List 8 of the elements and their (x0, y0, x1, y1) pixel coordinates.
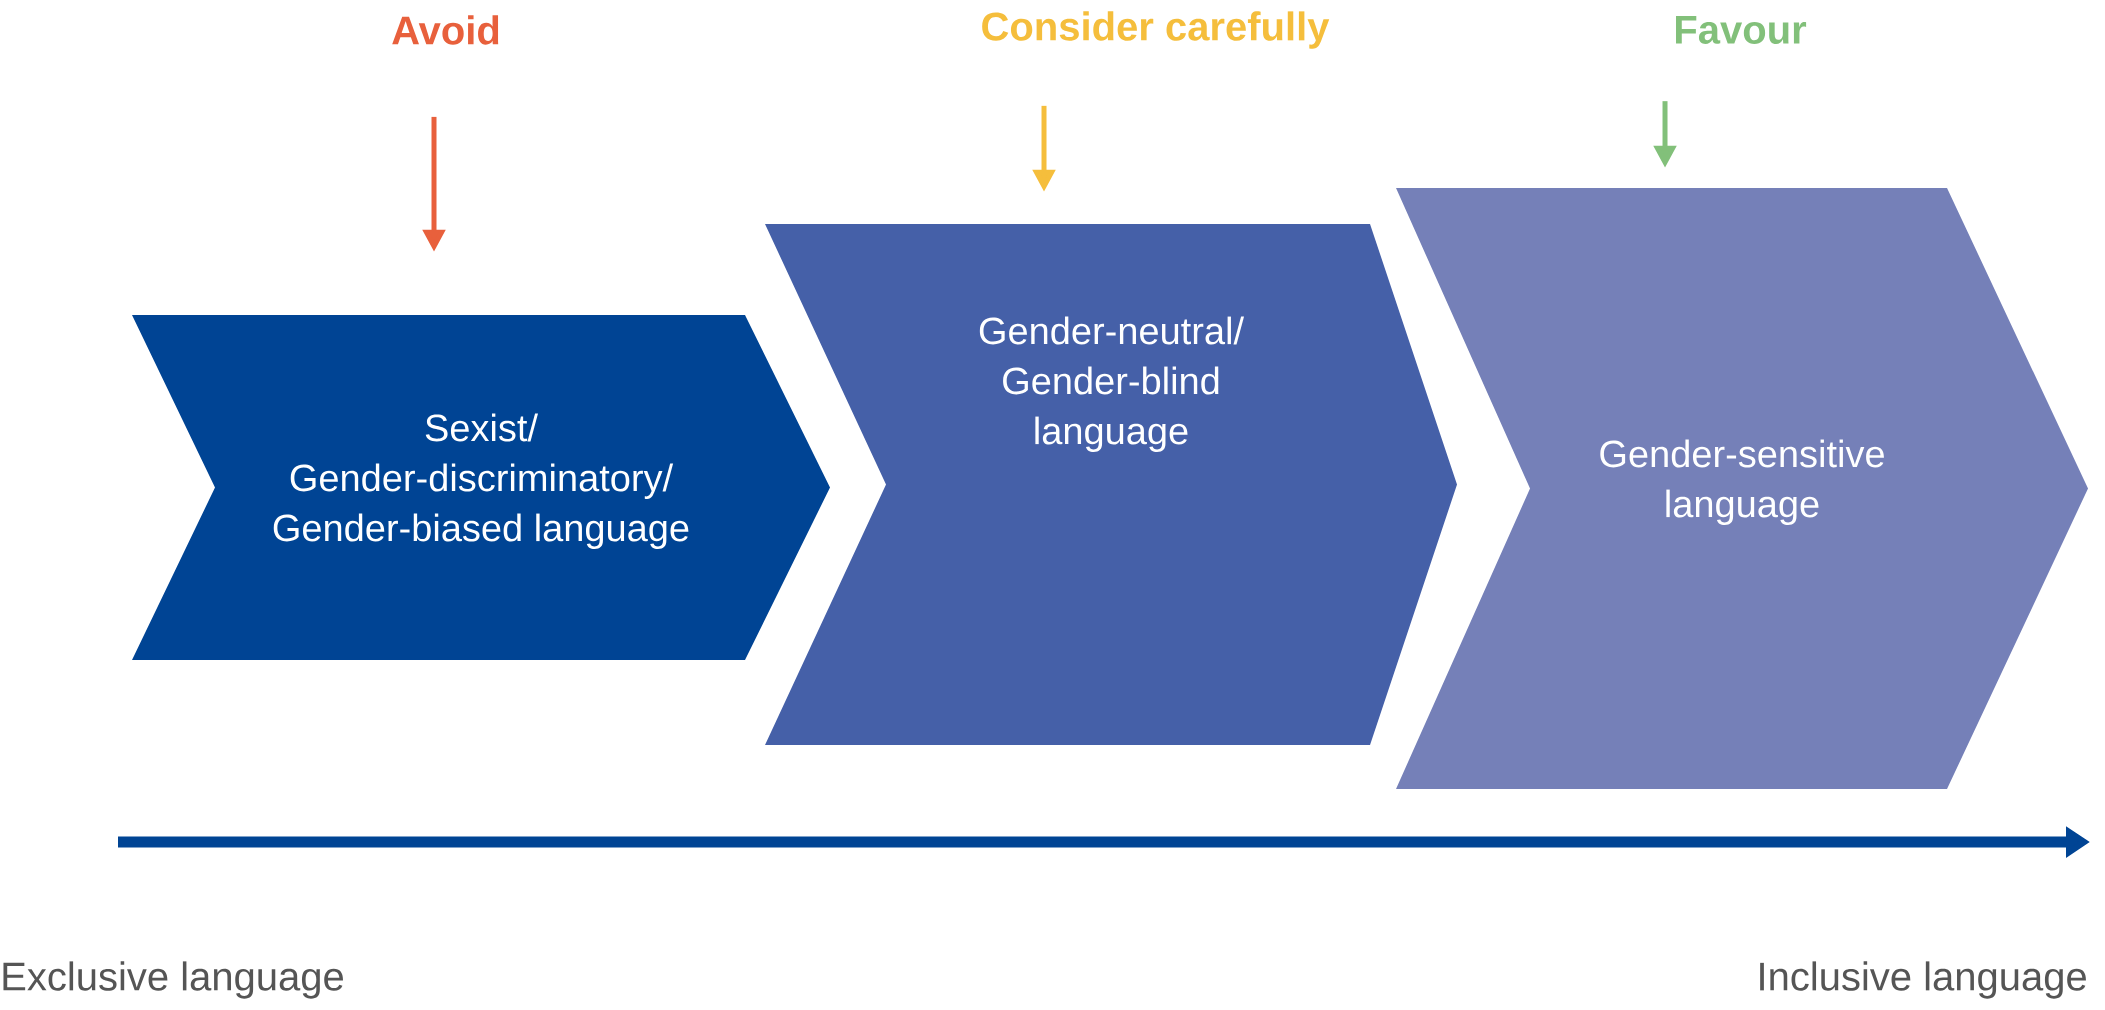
heading: Consider carefully (982, 11, 1330, 49)
chevron-box: Gender-neutral/ Gender-blind language (765, 224, 1457, 745)
axis-label: Inclusive language (1760, 961, 2086, 999)
heading: Favour (1676, 16, 1807, 44)
heading: Avoid (392, 15, 499, 45)
axis-label: Exclusive language (3, 961, 343, 999)
chevron-box: Sexist/ Gender-discriminatory/ Gender-biased language (132, 315, 830, 660)
chevron-box: Gender-sensitive language (1396, 188, 2088, 789)
